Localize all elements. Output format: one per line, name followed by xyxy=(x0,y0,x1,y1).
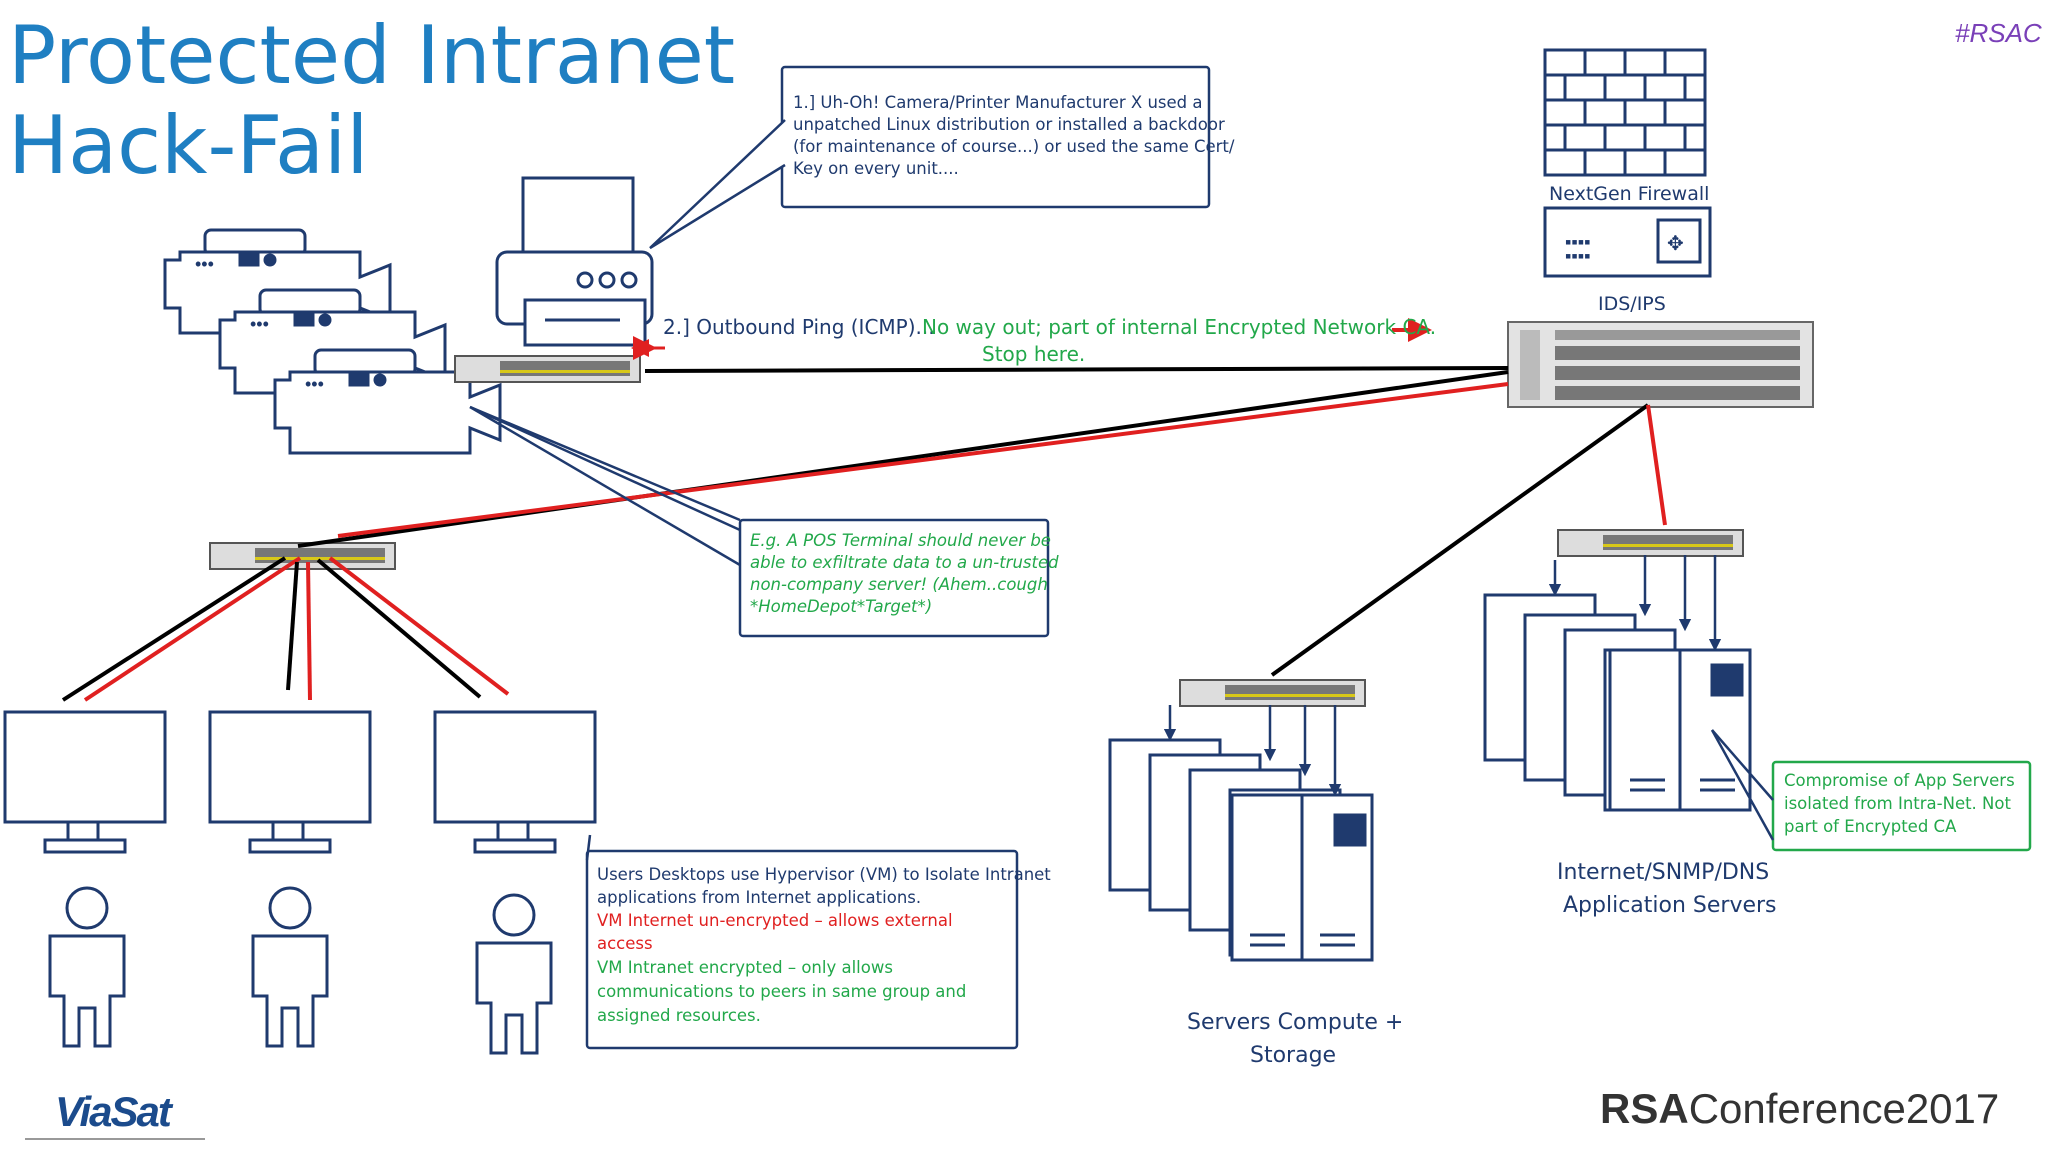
firewall-device-icon: ▪▪▪▪ ▪▪▪▪ ✥ xyxy=(1543,206,1712,278)
firewall-wall-icon xyxy=(1543,48,1707,177)
callout-app-line: part of Encrypted CA xyxy=(1784,817,1957,836)
hashtag: #RSAC xyxy=(1955,18,2042,48)
ping-text-green: No way out; part of internal Encrypted N… xyxy=(922,315,1437,339)
desktop-monitors xyxy=(3,710,597,854)
desktop-monitor-icon xyxy=(208,710,372,854)
camera-group: ••• ••• ••• xyxy=(163,228,502,455)
switch-icon xyxy=(1179,679,1366,707)
switch-icon xyxy=(454,355,641,383)
callout-app-servers xyxy=(1771,760,2032,852)
callout-desktop-line: VM Internet un-encrypted – allows extern… xyxy=(597,911,953,930)
svg-text:•••: ••• xyxy=(250,314,269,334)
rsa-bold: RSA xyxy=(1600,1085,1689,1132)
callout-desktop-line: communications to peers in same group an… xyxy=(597,982,967,1001)
firewall-label: NextGen Firewall xyxy=(1549,183,1710,205)
rsa-rest: Conference2017 xyxy=(1688,1085,2000,1132)
callout-pos xyxy=(738,518,1050,638)
callout-printer-line: (for maintenance of course...) or used t… xyxy=(793,137,1235,156)
printer-icon xyxy=(495,176,654,347)
ids-ips-appliance-icon xyxy=(1507,321,1814,408)
callout-desktop-line: Users Desktops use Hypervisor (VM) to Is… xyxy=(597,865,1051,884)
desktop-monitor-icon xyxy=(433,710,597,854)
callout-pos-line: E.g. A POS Terminal should never be xyxy=(750,531,1051,550)
users xyxy=(48,886,553,1055)
callout-pos-line: *HomeDepot*Target*) xyxy=(750,597,933,616)
desktop-pointer xyxy=(585,834,592,861)
compute-servers xyxy=(1108,705,1374,962)
callout-app-line: Compromise of App Servers xyxy=(1784,771,2015,790)
callout-desktop-line: VM Intranet encrypted – only allows xyxy=(597,958,893,977)
callout-app-line: isolated from Intra-Net. Not xyxy=(1784,794,2011,813)
desktop-monitor-icon xyxy=(3,710,167,854)
user-icon xyxy=(251,886,329,1048)
callout-desktop-line: assigned resources. xyxy=(597,1006,761,1025)
title-line-2: Hack-Fail xyxy=(8,99,369,192)
ids-ips-label: IDS/IPS xyxy=(1598,293,1666,315)
compute-label: Servers Compute + xyxy=(1187,1010,1404,1035)
ping-text-blue: 2.] Outbound Ping (ICMP)... xyxy=(663,315,935,339)
viasat-logo: ViaSat xyxy=(55,1088,172,1135)
app-servers-label: Internet/SNMP/DNS xyxy=(1557,860,1770,885)
camera-icon: ••• xyxy=(273,348,502,455)
connection-lines xyxy=(61,318,1667,702)
svg-text:▪▪▪▪: ▪▪▪▪ xyxy=(1565,246,1591,266)
callout-desktop-line: applications from Internet applications. xyxy=(597,888,922,907)
callout-pos-line: able to exfiltrate data to a un-trusted xyxy=(750,553,1059,572)
svg-text:•••: ••• xyxy=(305,374,324,394)
callout-desktops xyxy=(585,849,1019,1050)
callout-pos-line: non-company server! (Ahem..cough xyxy=(750,575,1048,594)
svg-text:▪▪▪▪: ▪▪▪▪ xyxy=(1565,232,1591,252)
switch-icon xyxy=(1557,529,1744,557)
rsa-conference-logo: RSAConference2017 xyxy=(1600,1085,1999,1133)
callout-printer-line: Key on every unit.... xyxy=(793,159,959,178)
svg-text:•••: ••• xyxy=(195,254,214,274)
callout-printer-line: unpatched Linux distribution or installe… xyxy=(793,115,1225,134)
compute-label: Storage xyxy=(1250,1043,1337,1068)
app-servers xyxy=(1483,555,1775,841)
user-icon xyxy=(475,893,553,1055)
user-icon xyxy=(48,886,126,1048)
app-servers-label: Application Servers xyxy=(1563,893,1777,918)
title-line-1: Protected Intranet xyxy=(8,9,736,102)
callout-printer-line: 1.] Uh-Oh! Camera/Printer Manufacturer X… xyxy=(793,93,1203,112)
callout-printer xyxy=(649,65,1211,250)
ping-text-stop: Stop here. xyxy=(982,342,1086,366)
callout-desktop-line: access xyxy=(597,934,653,953)
svg-text:✥: ✥ xyxy=(1667,233,1684,255)
viasat-underline xyxy=(25,1138,205,1140)
